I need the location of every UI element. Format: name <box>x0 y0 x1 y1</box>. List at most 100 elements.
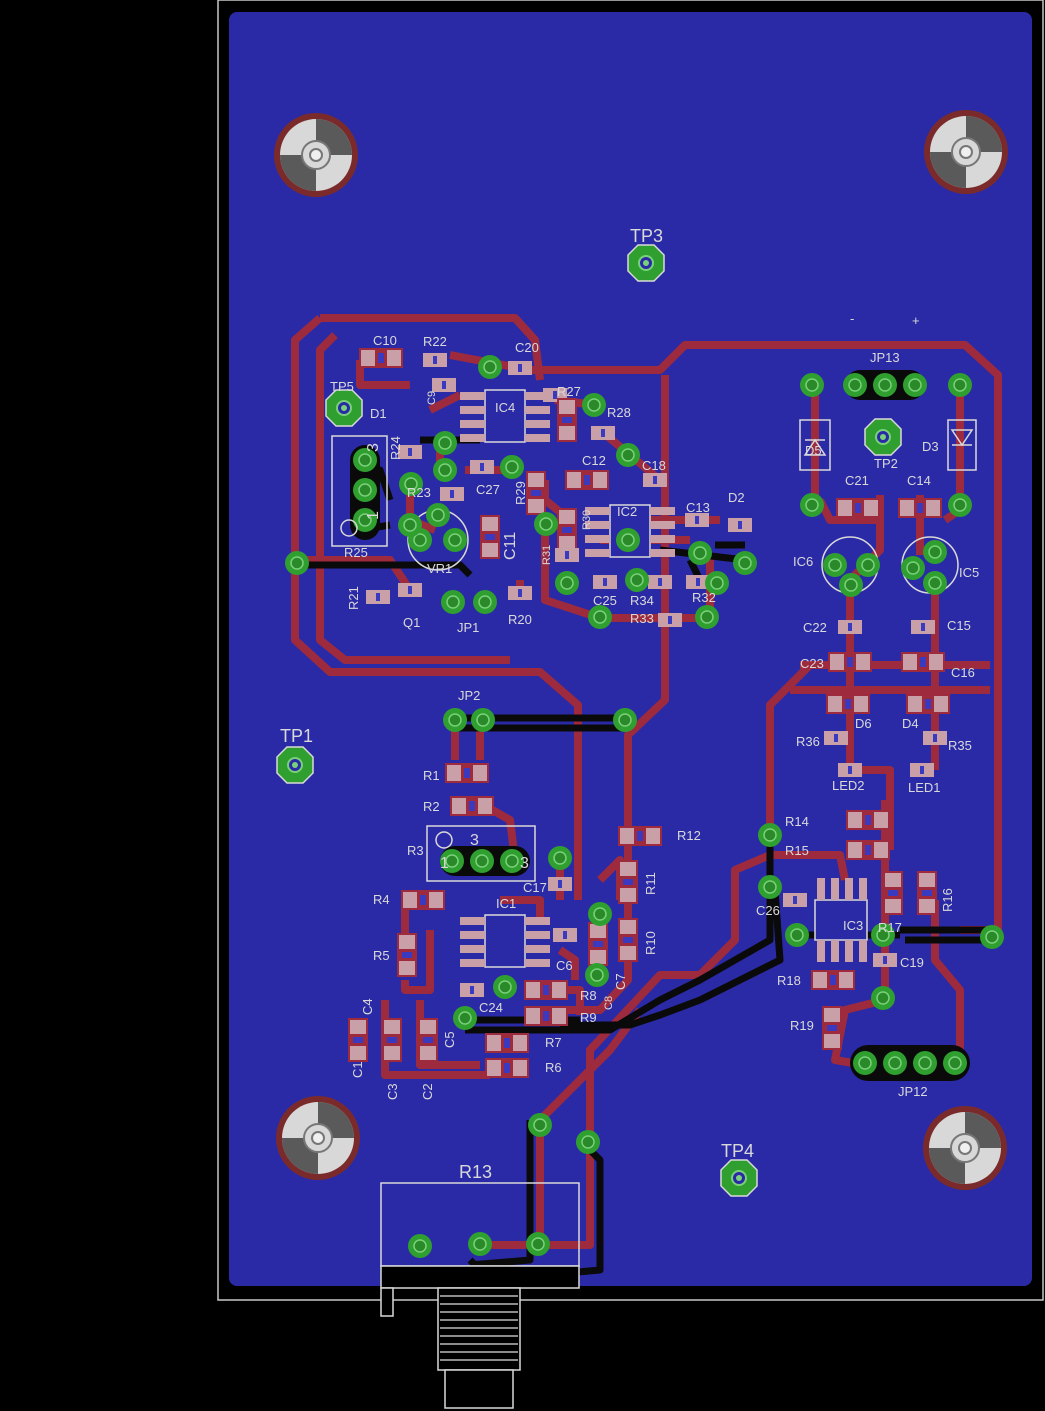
pot-r3-num-1: 1 <box>440 855 449 872</box>
label-c22: C22 <box>803 620 827 635</box>
label-r14: R14 <box>785 814 809 829</box>
r13-connector <box>380 1182 580 1409</box>
label-r18: R18 <box>777 973 801 988</box>
label-jp13: JP13 <box>870 350 900 365</box>
label-ic6: IC6 <box>793 554 813 569</box>
label-r25: R25 <box>344 545 368 560</box>
label-r13: R13 <box>459 1162 492 1182</box>
pot-r25-num-3: 3 <box>365 443 382 452</box>
label-r9: R9 <box>580 1010 597 1025</box>
label-c4: C4 <box>360 998 375 1015</box>
label-jp1: JP1 <box>457 620 479 635</box>
label-c11: C11 <box>502 532 519 560</box>
label-c10: C10 <box>373 333 397 348</box>
label-c27: C27 <box>476 482 500 497</box>
jp13-header <box>799 370 973 400</box>
test-point-tp2 <box>864 418 902 456</box>
label-c13: C13 <box>686 500 710 515</box>
label-c1: C1 <box>350 1061 365 1078</box>
label-r28: R28 <box>607 405 631 420</box>
label-r19: R19 <box>790 1018 814 1033</box>
label-r6: R6 <box>545 1060 562 1075</box>
label-d4: D4 <box>902 716 919 731</box>
label-c16: C16 <box>951 665 975 680</box>
label-r15: R15 <box>785 843 809 858</box>
label-c5: C5 <box>442 1031 457 1048</box>
label-c9: C9 <box>426 391 438 405</box>
ic5 <box>900 536 959 596</box>
label-d6: D6 <box>855 716 872 731</box>
mounting-hole-top-right <box>923 109 1009 195</box>
label-r3: R3 <box>407 843 424 858</box>
label-c20: C20 <box>515 340 539 355</box>
label-plus: + <box>912 313 920 328</box>
test-point-tp1 <box>276 746 314 784</box>
label-tp5: TP5 <box>330 379 354 394</box>
label-d5: D5 <box>805 443 822 458</box>
test-point-tp4 <box>720 1159 758 1197</box>
pot-r3-num-3b: 3 <box>520 855 529 872</box>
label-jp2: JP2 <box>458 688 480 703</box>
label-r16: R16 <box>940 888 955 912</box>
label-c15: C15 <box>947 618 971 633</box>
jp12-header <box>850 1045 970 1081</box>
label-r23: R23 <box>407 485 431 500</box>
label-r2: R2 <box>423 799 440 814</box>
label-c12: C12 <box>582 453 606 468</box>
label-ic5: IC5 <box>959 565 979 580</box>
label-r17: R17 <box>878 920 902 935</box>
label-r7: R7 <box>545 1035 562 1050</box>
label-c26: C26 <box>756 903 780 918</box>
label-r20: R20 <box>508 612 532 627</box>
label-c14: C14 <box>907 473 931 488</box>
label-ic4: IC4 <box>495 400 515 415</box>
ic1 <box>460 914 550 968</box>
label-c3: C3 <box>385 1083 400 1100</box>
label-jp12: JP12 <box>898 1084 928 1099</box>
mounting-hole-bottom-right <box>922 1105 1008 1191</box>
label-r31: R31 <box>541 545 553 565</box>
mounting-hole-top-left <box>273 112 359 198</box>
label-r12: R12 <box>677 828 701 843</box>
diode-d5 <box>799 419 831 518</box>
label-r5: R5 <box>373 948 390 963</box>
diode-d3 <box>947 419 977 518</box>
label-led2: LED2 <box>832 778 865 793</box>
ic4 <box>460 389 550 443</box>
pot-r3 <box>426 825 536 882</box>
label-tp2: TP2 <box>874 456 898 471</box>
label-c23: C23 <box>800 656 824 671</box>
label-tp1: TP1 <box>280 726 313 746</box>
label-r4: R4 <box>373 892 390 907</box>
label-r36: R36 <box>796 734 820 749</box>
label-c18: C18 <box>642 458 666 473</box>
label-c21: C21 <box>845 473 869 488</box>
ic6 <box>821 536 881 598</box>
label-r33: R33 <box>630 611 654 626</box>
label-c24: C24 <box>479 1000 503 1015</box>
label-r34: R34 <box>630 593 654 608</box>
label-r32: R32 <box>692 590 716 605</box>
label-r21: R21 <box>346 586 361 610</box>
label-ic3: IC3 <box>843 918 863 933</box>
label-q1: Q1 <box>403 615 420 630</box>
label-tp4: TP4 <box>721 1141 754 1161</box>
mounting-hole-bottom-left <box>275 1095 361 1181</box>
label-c8: C8 <box>603 996 615 1010</box>
label-led1: LED1 <box>908 780 941 795</box>
board-outline <box>217 0 1044 1301</box>
label-d2: D2 <box>728 490 745 505</box>
label-r10: R10 <box>643 931 658 955</box>
label-r27: R27 <box>557 384 581 399</box>
label-r22: R22 <box>423 334 447 349</box>
label-c2: C2 <box>420 1083 435 1100</box>
silkscreen-labels: TP3 TP5 TP2 TP1 TP4 JP13 - + JP1 JP2 JP1… <box>280 226 979 1182</box>
label-d3: D3 <box>922 439 939 454</box>
label-c19: C19 <box>900 955 924 970</box>
label-c6: C6 <box>556 958 573 973</box>
label-r30: R30 <box>581 510 593 530</box>
label-r8: R8 <box>580 988 597 1003</box>
label-r35: R35 <box>948 738 972 753</box>
label-r24: R24 <box>388 436 403 460</box>
